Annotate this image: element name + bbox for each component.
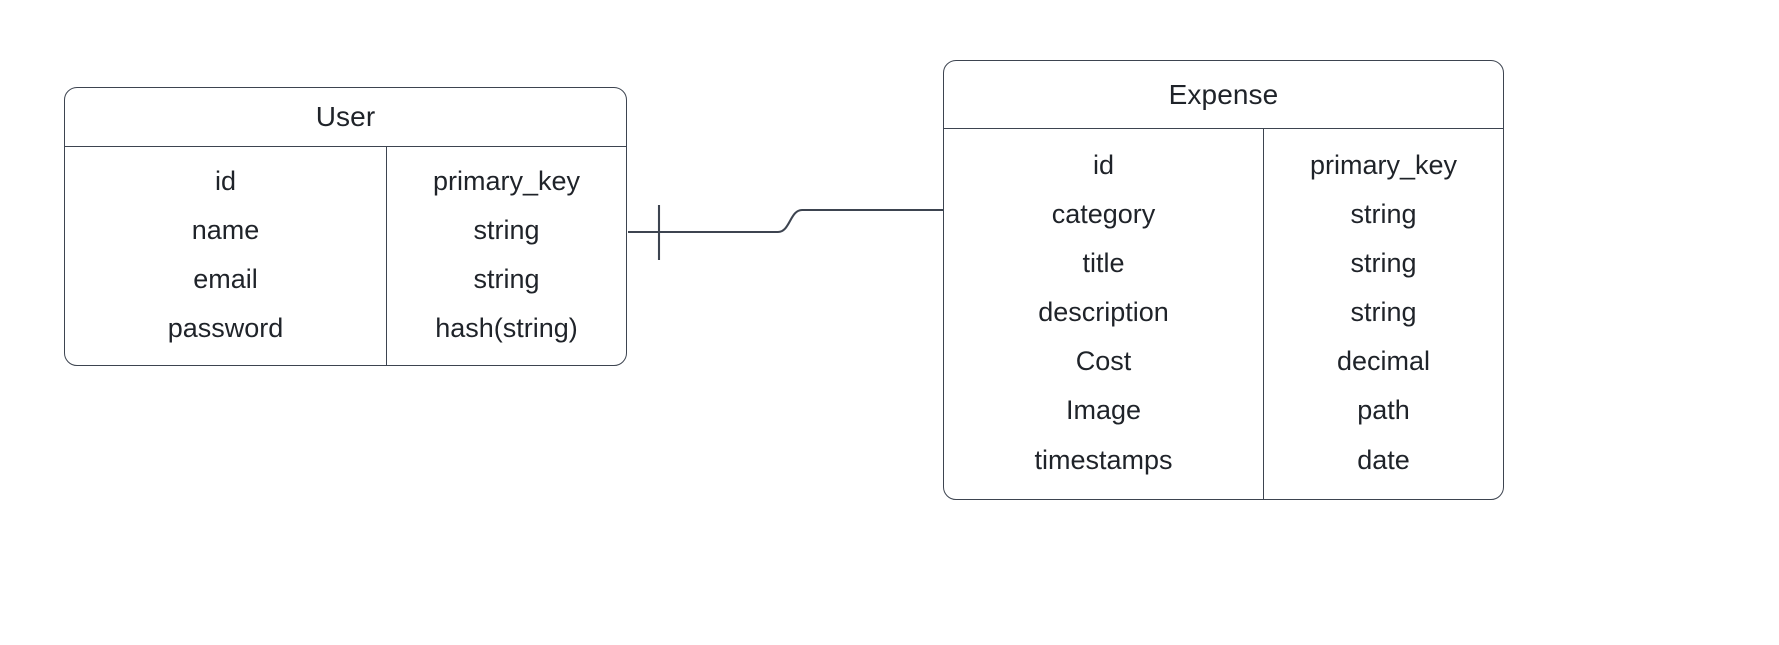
- field-type: primary_key: [432, 165, 581, 196]
- field-type: primary_key: [1309, 149, 1458, 180]
- field-name: id: [1092, 149, 1114, 180]
- field-name: category: [1051, 198, 1156, 229]
- entity-expense-field-column: id category title description Cost Image…: [944, 129, 1264, 499]
- field-type: string: [1350, 248, 1417, 278]
- field-type: string: [473, 214, 540, 245]
- field-name: Cost: [1075, 346, 1132, 377]
- field-name: email: [193, 263, 258, 294]
- entity-user-title: User: [65, 88, 626, 147]
- field-name: title: [1082, 248, 1125, 278]
- entity-user-body: id name email password primary_key strin…: [65, 147, 626, 365]
- field-type: path: [1357, 395, 1410, 426]
- entity-expense-title: Expense: [944, 61, 1503, 129]
- entity-expense-body: id category title description Cost Image…: [944, 129, 1503, 499]
- field-type: string: [473, 263, 540, 294]
- field-type: date: [1357, 444, 1410, 475]
- field-type: hash(string): [435, 312, 578, 343]
- field-type: string: [1350, 297, 1417, 328]
- field-type: string: [1350, 198, 1417, 229]
- entity-expense-type-column: primary_key string string string decimal…: [1264, 129, 1503, 499]
- field-name: Image: [1065, 395, 1142, 426]
- field-name: password: [167, 312, 284, 343]
- field-name: timestamps: [1034, 444, 1173, 475]
- field-type: decimal: [1336, 346, 1431, 377]
- entity-user-field-column: id name email password: [65, 147, 387, 365]
- field-name: name: [191, 214, 260, 245]
- field-name: description: [1038, 297, 1169, 328]
- entity-expense[interactable]: Expense id category title description Co…: [943, 60, 1504, 500]
- entity-user-type-column: primary_key string string hash(string): [387, 147, 626, 365]
- entity-user[interactable]: User id name email password primary_key …: [64, 87, 627, 366]
- field-name: id: [214, 165, 236, 196]
